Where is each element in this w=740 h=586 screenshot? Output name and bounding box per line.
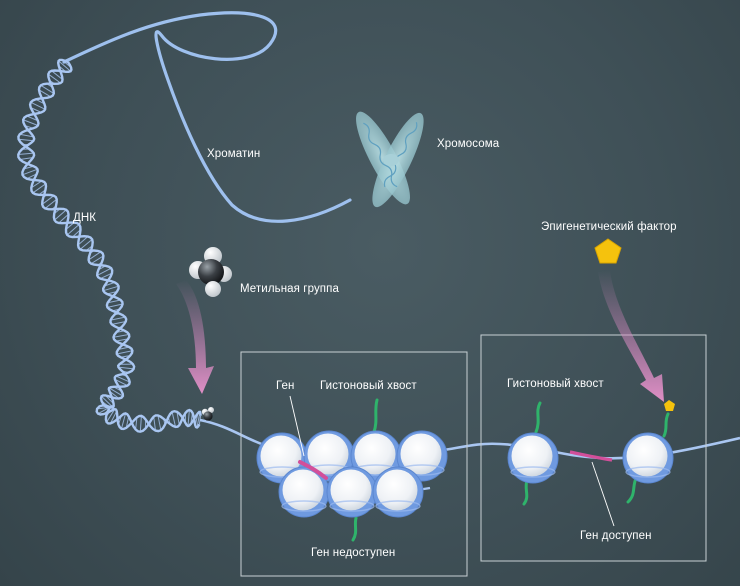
dna-base-pair <box>58 60 71 72</box>
methyl-group-icon <box>189 247 232 297</box>
dna-base-pair <box>103 285 119 292</box>
label-histone-tail-right: Гистоновый хвост <box>507 378 604 390</box>
dna-base-pair <box>58 213 69 224</box>
dna-base-pair <box>106 408 116 423</box>
dna-base-pair <box>187 410 190 427</box>
histone-tail-right-1 <box>534 401 542 434</box>
dna-base-pair <box>157 415 162 431</box>
dna-base-pair <box>32 183 46 194</box>
dna-base-pair <box>107 303 123 308</box>
label-chromosome: Хромосома <box>437 138 500 150</box>
dna-base-pair <box>30 101 46 110</box>
dna-base-pair <box>88 251 102 261</box>
dna-base-pair <box>26 115 39 122</box>
dna-base-pair <box>38 89 51 98</box>
dna-base-pair <box>66 224 80 236</box>
dna-base-pair <box>171 411 177 428</box>
dna-base-pair <box>116 350 133 355</box>
histone-tail-left <box>372 398 379 434</box>
pointer-gene-accessible <box>591 461 615 527</box>
dna-base-pair <box>135 417 138 430</box>
dna-base-pair <box>44 198 58 209</box>
dna-base-pair <box>54 209 67 221</box>
histone <box>396 430 448 482</box>
dna-base-pair <box>96 267 112 276</box>
dna-base-pair <box>115 338 129 342</box>
epigenetic-factor-bound-icon <box>664 400 675 411</box>
dna-helix <box>17 58 202 433</box>
dna-base-pair <box>176 411 180 426</box>
label-methyl-group: Метильная группа <box>240 283 339 295</box>
dna-base-pair <box>51 70 63 80</box>
histone-tail-right-3 <box>662 412 670 438</box>
label-dna: ДНК <box>73 212 97 224</box>
histone <box>326 466 378 518</box>
epigenetic-factor-icon <box>594 238 622 264</box>
dna-base-pair <box>79 239 93 250</box>
dna-base-pair <box>118 366 134 370</box>
label-chromatin: Хроматин <box>207 148 261 160</box>
label-gene: Ген <box>276 380 295 392</box>
dna-base-pair <box>41 195 55 205</box>
histone <box>303 430 355 482</box>
dna-base-pair <box>153 416 157 431</box>
dna-base-pair <box>90 255 104 265</box>
dna-base-pair <box>113 333 130 338</box>
dna-base-pair <box>107 299 121 304</box>
dna-base-pair <box>125 416 130 428</box>
histone-group <box>256 430 674 518</box>
dna-base-pair <box>19 133 34 138</box>
dna-base-pair <box>40 84 55 94</box>
dna-backbone-a <box>17 58 202 433</box>
dna-base-pair <box>18 138 34 142</box>
chromatin-fiber <box>62 11 352 223</box>
dna-base-pair <box>114 378 128 387</box>
dna-base-pair <box>139 415 142 432</box>
histone <box>622 432 674 484</box>
histone-tail-right-4 <box>626 476 638 504</box>
chromosome-icon <box>356 111 424 208</box>
histone <box>507 432 559 484</box>
dna-base-pair <box>22 119 39 126</box>
dna-base-pair <box>111 321 126 325</box>
dna-base-pair <box>77 236 89 246</box>
dna-base-pair <box>30 180 43 189</box>
frame-inaccessible <box>240 351 468 577</box>
dna-base-pair <box>22 168 38 176</box>
label-gene-accessible: Ген доступен <box>580 530 652 542</box>
label-epigenetic-factor: Эпигенетический фактор <box>541 221 677 233</box>
dna-base-pair <box>108 387 124 397</box>
histone-tail-left-bottom <box>351 516 358 542</box>
gene-segment-inaccessible <box>298 460 328 480</box>
label-histone-tail-left: Гистоновый хвост <box>320 380 417 392</box>
dna-base-pair <box>109 410 118 424</box>
dna-backbone-b <box>17 61 201 433</box>
dna-base-pair <box>48 73 61 84</box>
histone-tail-right-2 <box>522 478 529 506</box>
dna-base-pair <box>18 152 34 155</box>
methyl-group-on-dna-icon <box>201 407 214 421</box>
dna-base-pair <box>115 375 130 383</box>
gene-segment-accessible <box>569 450 613 462</box>
histone <box>278 466 330 518</box>
dna-base-pair <box>100 272 113 280</box>
histone <box>372 466 424 518</box>
dna-base-pair <box>120 413 127 429</box>
dna-base-pair <box>30 107 42 113</box>
epigenetic-arrow <box>598 270 664 402</box>
dna-base-pair <box>110 316 126 321</box>
frame-accessible <box>480 334 707 562</box>
methyl-arrow <box>176 280 214 394</box>
pointer-gene <box>289 395 305 457</box>
dna-base-pair <box>19 156 34 160</box>
label-gene-inaccessible: Ген недоступен <box>311 547 396 559</box>
